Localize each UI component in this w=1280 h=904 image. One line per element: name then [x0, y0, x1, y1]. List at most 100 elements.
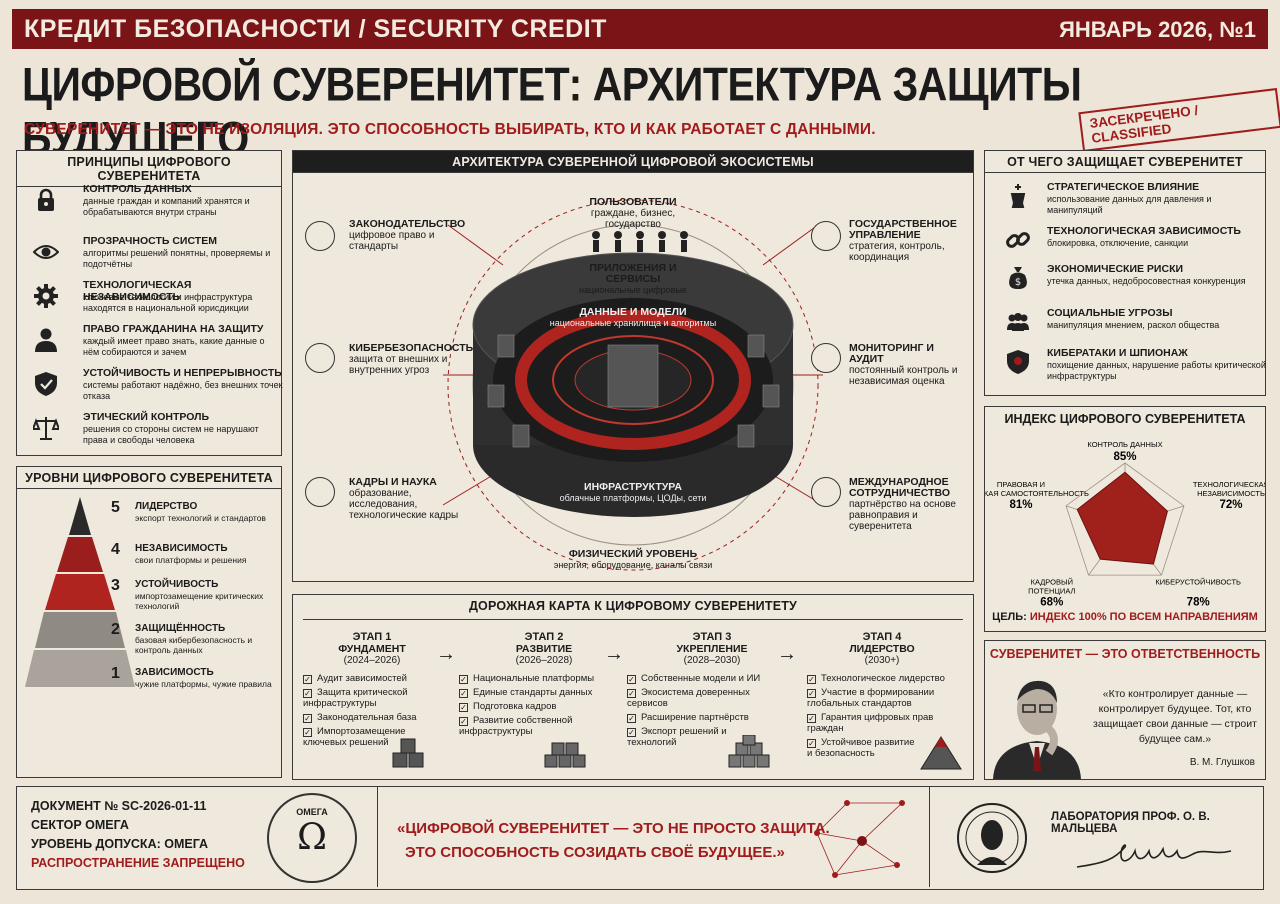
principle-desc: данные граждан и компаний хранятся и обр…	[83, 196, 250, 217]
lab-emblem-icon	[957, 803, 1027, 873]
roadmap-title: ДОРОЖНАЯ КАРТА К ЦИФРОВОМУ СУВЕРЕНИТЕТУ	[468, 599, 798, 613]
cubes-icon	[728, 735, 770, 768]
checklist-item: ✓Экспорт решений и технологий	[627, 726, 727, 748]
principles-panel: ПРИНЦИПЫ ЦИФРОВОГО СУВЕРЕНИТЕТА КОНТРОЛЬ…	[16, 150, 283, 456]
ecosystem-title: АРХИТЕКТУРА СУВЕРЕННОЙ ЦИФРОВОЙ ЭКОСИСТЕ…	[293, 151, 973, 173]
chain-link-icon	[1006, 232, 1030, 248]
principle-title: УСТОЙЧИВОСТЬ И НЕПРЕРЫВНОСТЬ	[83, 367, 282, 379]
money-bag-icon: $	[1009, 267, 1027, 289]
radar-axis-label: КИБЕРУСТОЙЧИВОСТЬ	[1155, 578, 1241, 587]
page-subtitle: СУВЕРЕНИТЕТ — ЭТО НЕ ИЗОЛЯЦИЯ. ЭТО СПОСО…	[24, 121, 876, 138]
network-graph-icon	[814, 800, 905, 878]
portrait-image	[993, 680, 1081, 779]
law-icon	[305, 221, 335, 251]
checklist-item: ✓Национальные платформы	[459, 673, 595, 684]
checklist-item: ✓Законодательная база	[303, 712, 417, 723]
checklist-item: ✓Единые стандарты данных	[459, 687, 593, 698]
radar-value-area	[1076, 471, 1169, 565]
cubes-icon	[544, 742, 586, 768]
group-icon	[1007, 313, 1029, 331]
roadmap-panel: ДОРОЖНАЯ КАРТА К ЦИФРОВОМУ СУВЕРЕНИТЕТУ …	[292, 594, 974, 780]
omega-seal-icon: ОМЕГА Ω	[267, 793, 357, 883]
index-goal: ЦЕЛЬ: ИНДЕКС 100% ПО ВСЕМ НАПРАВЛЕНИЯМ	[992, 611, 1258, 623]
doc-clearance: УРОВЕНЬ ДОПУСКА: ОМЕГА	[31, 837, 209, 851]
arrow-right-icon: →	[604, 643, 624, 665]
checklist-item: ✓Технологическое лидерство	[807, 673, 945, 684]
radar-axis-label: ПРАВОВАЯ ИЭТИЧЕСКАЯ САМОСТОЯТЕЛЬНОСТЬ	[985, 480, 1089, 498]
radar-grid-ring	[1065, 462, 1185, 576]
principle-desc: системы работают надёжно, без внешних то…	[83, 380, 283, 401]
quote-panel: СУВЕРЕНИТЕТ — ЭТО ОТВЕТСТВЕННОСТЬ «Кто к…	[984, 640, 1266, 780]
threats-panel: ОТ ЧЕГО ЗАЩИЩАЕТ СУВЕРЕНИТЕТ СТРАТЕГИЧЕС…	[984, 150, 1266, 396]
levels-pyramid	[25, 497, 135, 687]
header-bar: КРЕДИТ БЕЗОПАСНОСТИ / SECURITY CREDIT ЯН…	[12, 9, 1268, 49]
principle-title: ПРАВО ГРАЖДАНИНА НА ЗАЩИТУ	[83, 323, 264, 335]
pyramid-level-3	[45, 574, 115, 610]
checklist-item: ✓Развитие собственной инфраструктуры	[459, 715, 573, 737]
principle-desc: ключевые технологии и инфраструктура нах…	[83, 292, 253, 313]
ecosystem-diagram	[442, 199, 824, 571]
checklist-item: ✓Аудит зависимостей	[303, 673, 407, 684]
pyramid-level-1	[25, 650, 135, 687]
principle-desc: алгоритмы решений понятны, проверяемы и …	[83, 248, 271, 269]
shield-icon	[35, 372, 57, 396]
signature-icon	[1076, 844, 1232, 868]
checklist-item: ✓Защита критической инфраструктуры	[303, 687, 408, 709]
footer-panel: ДОКУМЕНТ № SC-2026-01-11 СЕКТОР ОМЕГА УР…	[16, 786, 1264, 890]
eye-icon	[33, 245, 59, 259]
pyramid-level-2	[35, 612, 125, 648]
pyramid-level-4	[57, 537, 103, 572]
scales-icon	[33, 417, 59, 440]
principle-desc: решения со стороны систем не нарушают пр…	[83, 424, 259, 445]
header-brand: КРЕДИТ БЕЗОПАСНОСТИ / SECURITY CREDIT	[24, 15, 607, 43]
government-icon	[811, 221, 841, 251]
arrow-right-icon: →	[436, 643, 456, 665]
spy-icon	[1007, 350, 1029, 374]
principle-title: КОНТРОЛЬ ДАННЫХ	[83, 183, 192, 195]
radar-value-label: 68%	[1040, 597, 1063, 609]
principle-title: ТЕХНОЛОГИЧЕСКАЯ НЕЗАВИСИМОСТЬ	[83, 279, 192, 303]
cubes-icon	[392, 738, 424, 768]
radar-value-label: 72%	[1219, 499, 1242, 511]
levels-title: УРОВНИ ЦИФРОВОГО СУВЕРЕНИТЕТА	[17, 467, 281, 489]
quote-title: СУВЕРЕНИТЕТ — ЭТО ОТВЕТСТВЕННОСТЬ	[989, 647, 1261, 661]
arrow-right-icon: →	[777, 643, 797, 665]
network-icon	[811, 477, 841, 507]
doc-number: ДОКУМЕНТ № SC-2026-01-11	[31, 799, 207, 813]
pyramid-level-5	[69, 497, 91, 535]
radar-value-label: 78%	[1187, 597, 1210, 609]
checklist-item: ✓Подготовка кадров	[459, 701, 557, 712]
people-icon	[305, 477, 335, 507]
gear-icon	[34, 284, 58, 308]
monitoring-icon	[811, 343, 841, 373]
checklist-item: ✓Расширение партнёрств	[627, 712, 749, 723]
footer-quote: «ЦИФРОВОЙ СУВЕРЕНИТЕТ — ЭТО НЕ ПРОСТО ЗА…	[397, 820, 830, 861]
doc-restricted: РАСПРОСТРАНЕНИЕ ЗАПРЕЩЕНО	[31, 856, 245, 870]
checklist-item: ✓Участие в формировании глобальных станд…	[807, 687, 935, 709]
page-title: ЦИФРОВОЙ СУВЕРЕНИТЕТ: АРХИТЕКТУРА ЗАЩИТЫ…	[22, 58, 1082, 165]
cyber-icon	[305, 343, 335, 373]
index-title: ИНДЕКС ЦИФРОВОГО СУВЕРЕНИТЕТА	[1004, 412, 1246, 426]
ecosystem-panel: АРХИТЕКТУРА СУВЕРЕННОЙ ЦИФРОВОЙ ЭКОСИСТЕ…	[292, 150, 974, 582]
checklist-item: ✓Устойчивое развитие и безопасность	[807, 737, 915, 759]
principle-desc: каждый имеет право знать, какие данные о…	[83, 336, 265, 357]
svg-text:$: $	[1015, 277, 1021, 288]
radar-axis-label: КОНТРОЛЬ ДАННЫХ	[1087, 440, 1162, 449]
